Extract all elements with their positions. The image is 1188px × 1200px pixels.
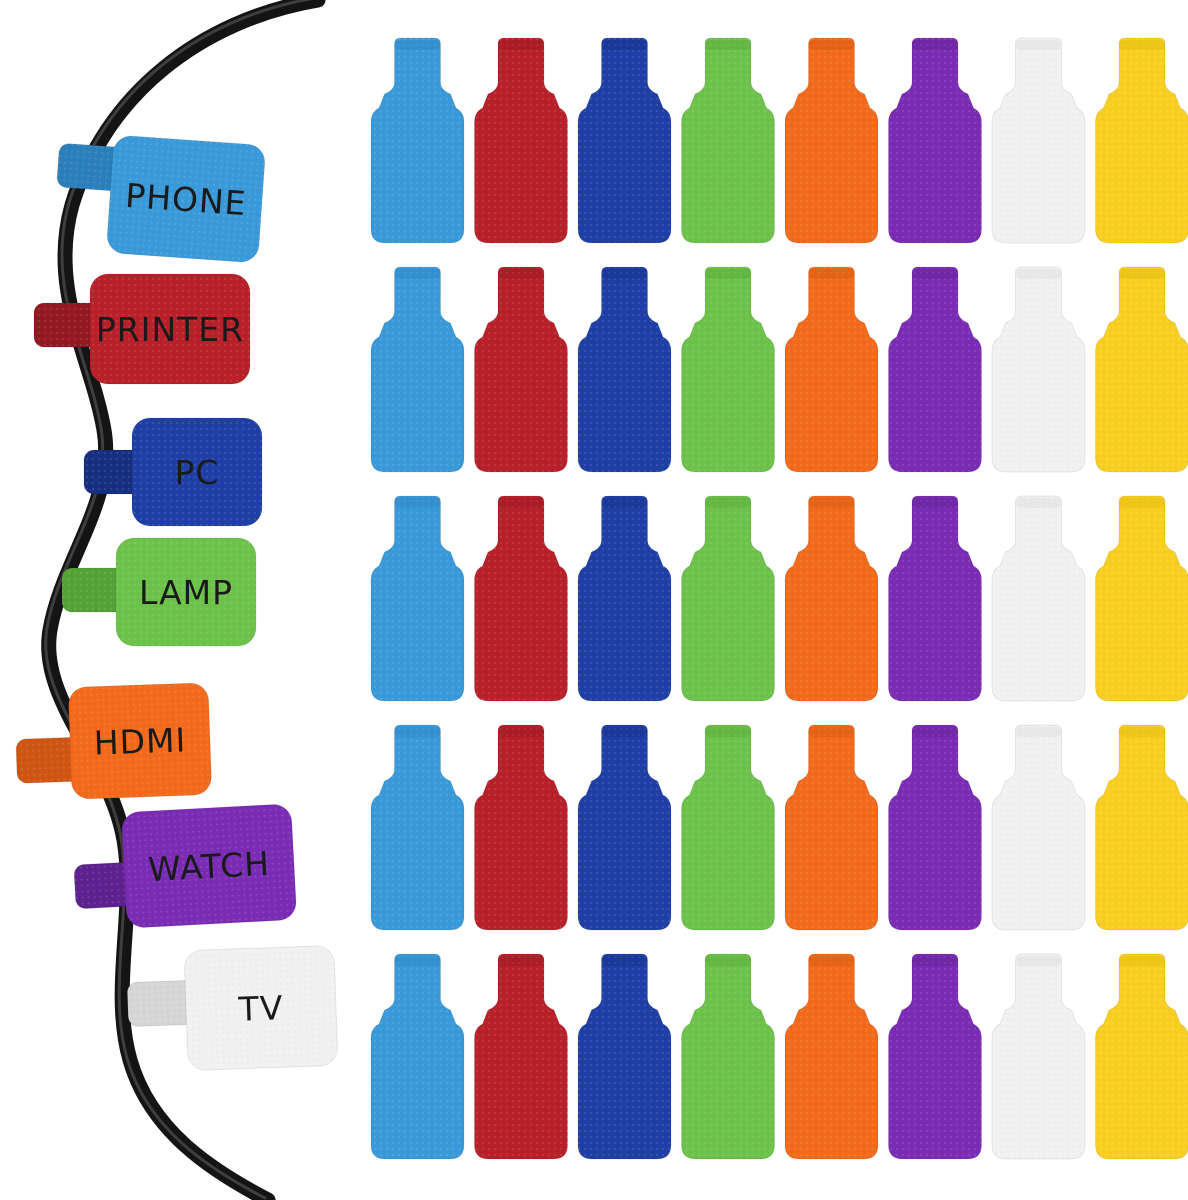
cable-tie-green [681,724,775,931]
cable-tie-yellow [1095,953,1188,1160]
cable-tie-yellow [1095,266,1188,473]
labeled-tie-phone: PHONE [56,135,266,263]
tie-label-lamp: LAMP [139,573,233,612]
cable-tie-red [474,495,568,702]
cable-tie-blue [577,266,672,473]
cable-tie-blue [577,724,672,931]
cable-tie-orange [784,266,879,473]
cable-tie-grid [370,37,1188,1160]
cable-tie-blue [577,495,672,702]
labeled-tie-hdmi: HDMI [15,682,212,800]
cable-tie-white [991,724,1086,931]
cable-tie-orange [784,37,879,244]
cable-tie-white [991,495,1086,702]
cable-tie-blue [577,37,672,244]
cable-tie-yellow [1095,37,1188,244]
cable-tie-yellow [1095,724,1188,931]
labeled-tie-watch: WATCH [73,804,297,928]
labeled-tie-tv: TV [126,945,338,1071]
cable-tie-light-blue [370,37,465,244]
tie-label-printer: PRINTER [96,310,244,349]
cable-tie-purple [888,953,982,1160]
labeled-tie-pc: PC [83,417,263,527]
cable-tie-white [991,953,1086,1160]
cable-tie-orange [784,953,879,1160]
cable-tie-yellow [1095,495,1188,702]
cable-tie-purple [888,37,982,244]
cable-tie-green [681,266,775,473]
tie-label-phone: PHONE [124,176,248,223]
tie-label-watch: WATCH [147,844,271,889]
cable-tie-light-blue [370,266,465,473]
tie-label-pc: PC [175,453,220,492]
cable-tie-purple [888,266,982,473]
cable-tie-orange [784,495,879,702]
tie-label-tv: TV [237,988,284,1029]
cable-tie-green [681,495,775,702]
cable-tie-white [991,37,1086,244]
cable-tie-orange [784,724,879,931]
cable-tie-purple [888,724,982,931]
cable-tie-red [474,266,568,473]
cable-tie-red [474,724,568,931]
cable-tie-green [681,953,775,1160]
cable-tie-purple [888,495,982,702]
cable-tie-light-blue [370,953,465,1160]
labeled-tie-lamp: LAMP [61,537,257,647]
labeled-tie-printer: PRINTER [33,273,251,385]
cable-tie-blue [577,953,672,1160]
cable-tie-light-blue [370,724,465,931]
cable-tie-red [474,953,568,1160]
cable-tie-light-blue [370,495,465,702]
labeled-cable-ties: PHONE PRINTER PC LAMP HDMI WATCH TV [15,135,338,1071]
cable-tie-white [991,266,1086,473]
cable-tie-green [681,37,775,244]
cable-tie-red [474,37,568,244]
tie-label-hdmi: HDMI [93,720,187,762]
